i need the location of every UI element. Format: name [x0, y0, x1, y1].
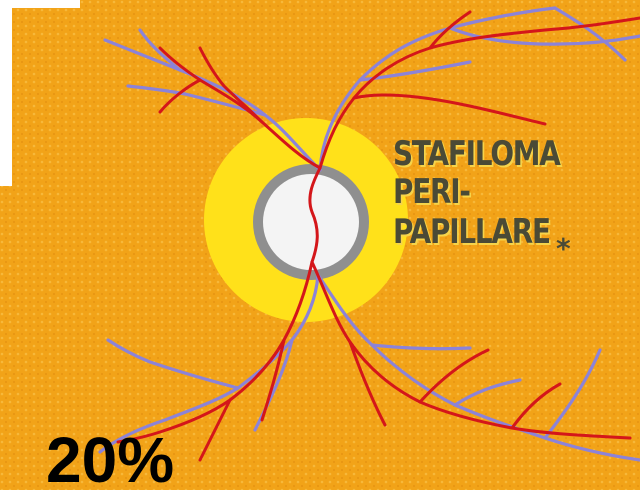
label-stafiloma: STAFILOMA — [393, 134, 560, 174]
asterisk-marker: * — [556, 232, 571, 265]
percentage-label: 20% — [46, 428, 174, 490]
white-corner-top — [0, 0, 80, 8]
white-corner-left — [0, 0, 12, 186]
